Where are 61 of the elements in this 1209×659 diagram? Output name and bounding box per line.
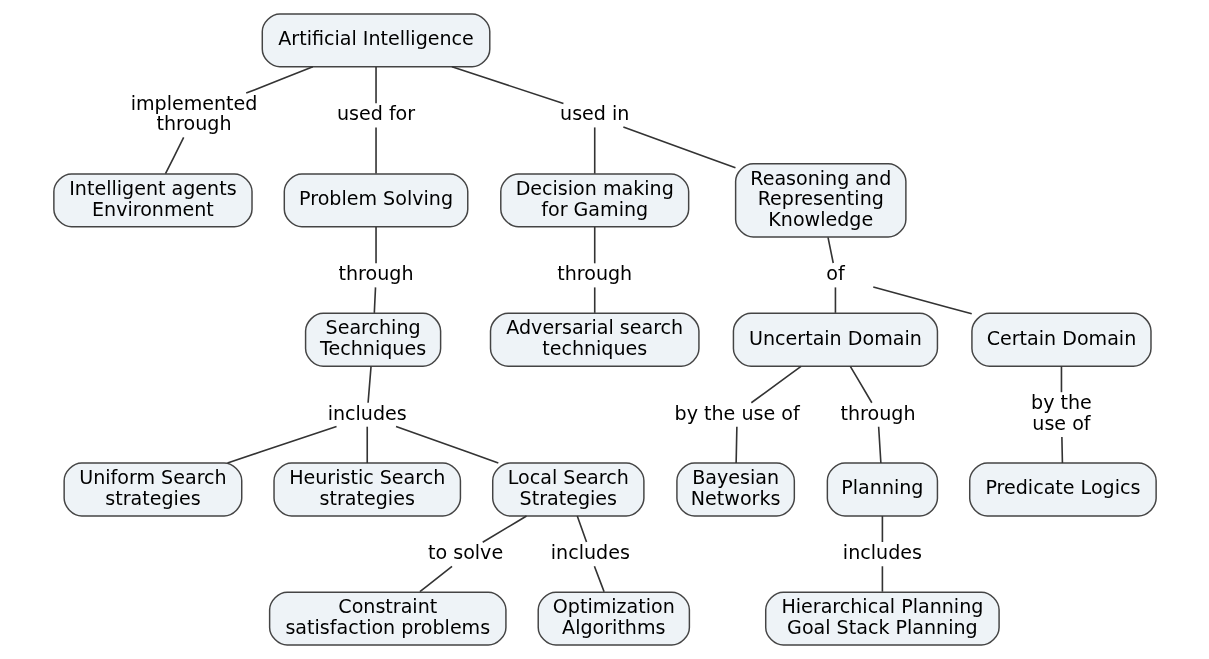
connector [374, 226, 377, 265]
node-box: Artificial Intelligence [261, 13, 490, 68]
node-text: by the use of [674, 401, 800, 424]
connector [418, 565, 453, 593]
connector [164, 136, 184, 175]
node-box: Uniform Search strategies [62, 462, 242, 517]
connector [374, 66, 377, 105]
connector [450, 65, 564, 105]
node-box: Heuristic Search strategies [272, 462, 461, 517]
connector [849, 365, 873, 404]
node-text: of [825, 262, 845, 285]
connector [593, 226, 596, 265]
node-text: through [338, 262, 414, 285]
node-box: Searching Techniques [304, 312, 441, 367]
connector [881, 565, 883, 593]
connector [871, 286, 973, 315]
node-box: Planning [826, 462, 938, 517]
node-box: Decision making for Gaming [499, 173, 689, 228]
connector [374, 126, 377, 175]
connector [575, 515, 587, 543]
node-box: Predicate Logics [968, 462, 1157, 517]
connector [373, 286, 376, 314]
node-box: Intelligent agents Environment [52, 173, 253, 228]
connector [244, 65, 314, 94]
node-box: Problem Solving [283, 173, 468, 228]
connector [481, 515, 527, 544]
connector [750, 365, 802, 404]
connector [622, 126, 736, 169]
connector [1060, 365, 1062, 393]
node-box: Hierarchical Planning Goal Stack Planning [764, 591, 1000, 646]
node-text: includes [842, 541, 922, 564]
node-text: through [556, 262, 632, 285]
node-box: Constraint satisfaction problems [268, 591, 507, 646]
connector [226, 425, 337, 464]
connector [394, 425, 499, 464]
node-box: Uncertain Domain [732, 312, 938, 367]
node-text: through [840, 401, 915, 424]
node-text: by the use of [1030, 391, 1092, 434]
node-box: Certain Domain [970, 312, 1152, 367]
node-box: Reasoning and Representing Knowledge [734, 162, 907, 238]
connector [365, 425, 368, 464]
connector [366, 365, 372, 404]
node-text: includes [327, 401, 407, 424]
connector [877, 425, 882, 464]
node-box: Optimization Algorithms [537, 591, 690, 646]
connector [826, 236, 834, 264]
node-text: includes [550, 541, 630, 564]
node-box: Bayesian Networks [675, 462, 795, 517]
connector [593, 126, 596, 175]
node-box: Adversarial search techniques [489, 312, 700, 367]
connector [881, 515, 883, 543]
connector [734, 425, 738, 464]
connector [1060, 436, 1063, 464]
connector [834, 286, 836, 314]
node-text: implemented through [130, 91, 257, 135]
connector [593, 286, 596, 314]
node-text: used for [336, 102, 415, 125]
connector [593, 565, 605, 593]
node-text: used in [559, 102, 629, 125]
node-text: to solve [427, 541, 503, 564]
node-box: Local Search Strategies [491, 462, 645, 517]
